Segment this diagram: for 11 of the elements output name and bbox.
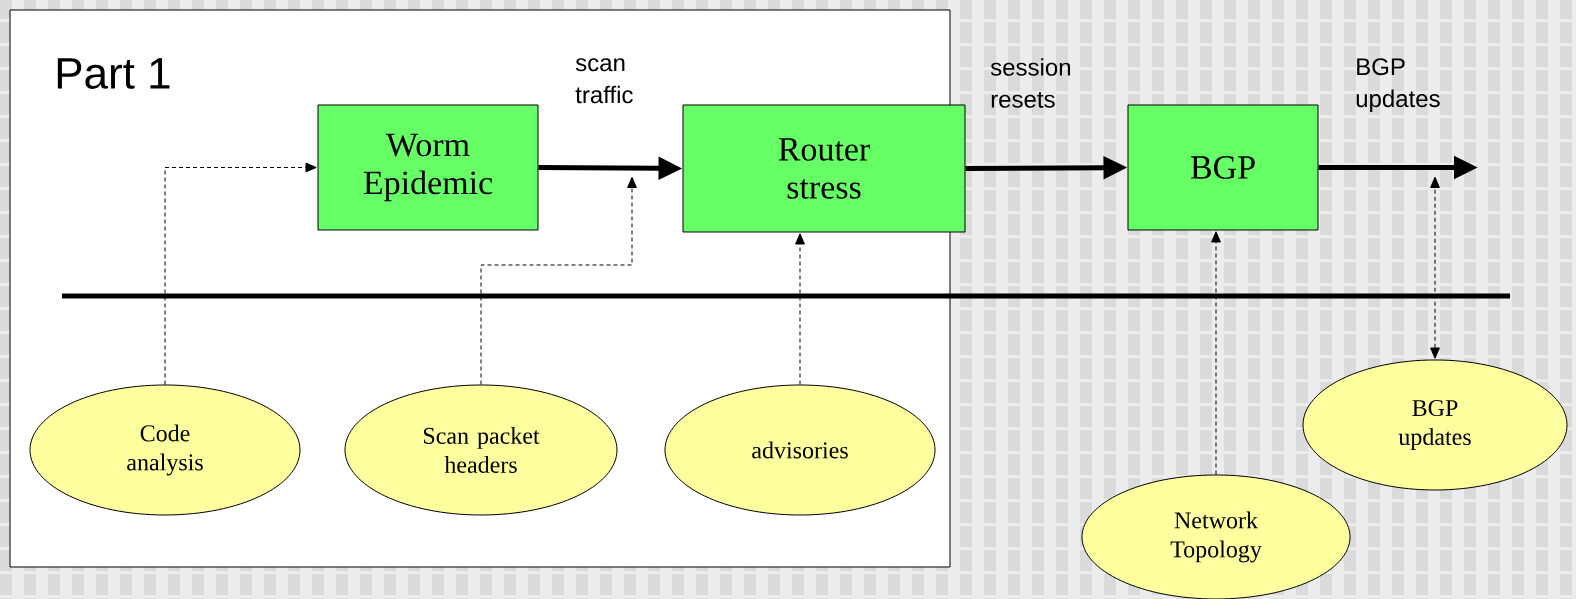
part-heading: Part 1 [57,58,170,89]
edge-label: session resets [990,58,1070,108]
arrow [795,233,805,385]
arrow [480,176,637,385]
arrow [1211,231,1221,475]
edge-label: scan traffic [575,58,633,104]
process-box: BGP [1127,104,1319,231]
edge-label: BGP updates [1356,58,1440,112]
process-box: Worm Epidemic [317,104,539,231]
arrow [1430,176,1440,359]
arrow [164,162,317,385]
